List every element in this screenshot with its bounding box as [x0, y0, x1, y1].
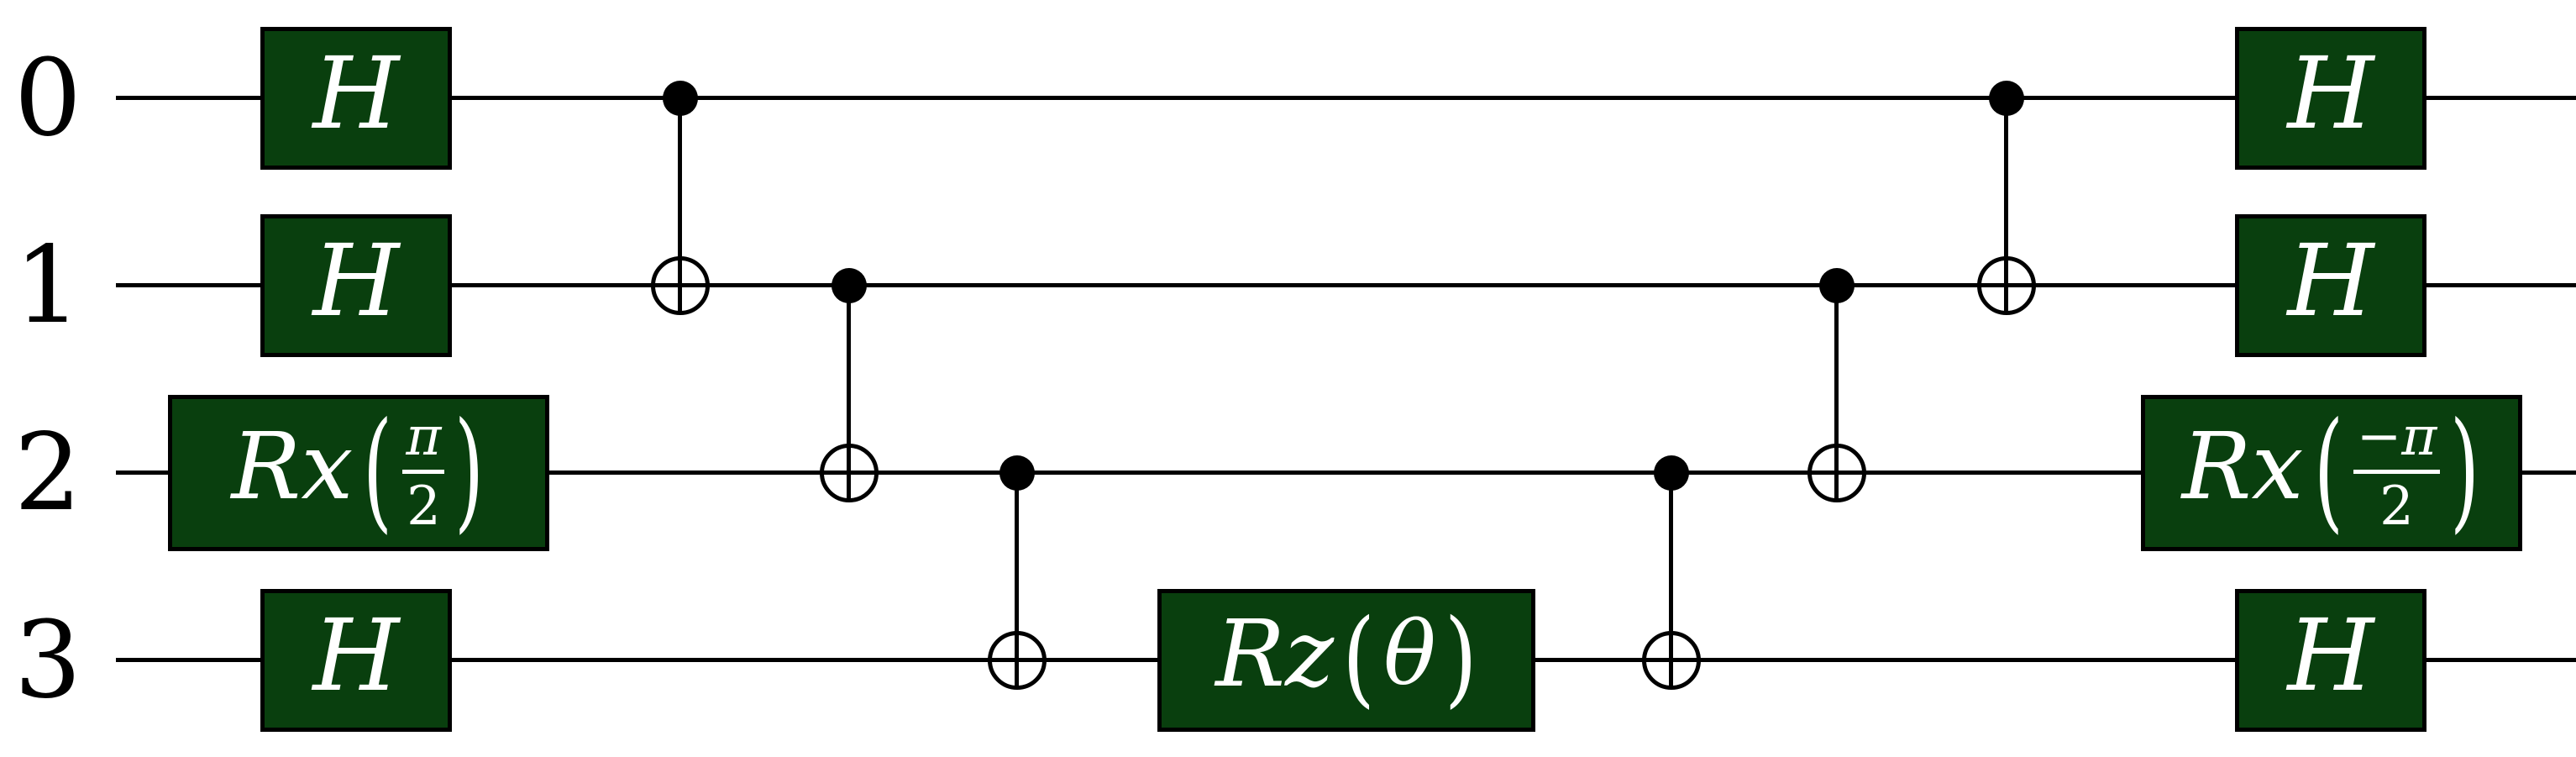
rz-gate-q3-close-paren: ): [1444, 596, 1477, 719]
h-gate-q0-left-label: H: [312, 35, 400, 151]
qubit-label-0: 0: [13, 36, 81, 160]
h-gate-q3-left: H: [260, 589, 452, 732]
cnot-q0-q1-right-target-icon: [1977, 256, 2036, 315]
rx-gate-q2-left-fraction-numerator: π: [406, 405, 442, 468]
qubit-label-3: 3: [13, 598, 81, 722]
rx-gate-q2-right-close-paren: ): [2450, 393, 2480, 546]
cnot-q0-q1-left-target-icon: [651, 256, 710, 315]
qubit-wire-2: [116, 470, 2576, 475]
rz-gate-q3-label-arg: θ: [1383, 602, 1436, 705]
cnot-q2-q3-left-target-icon: [988, 631, 1047, 690]
h-gate-q0-right: H: [2235, 27, 2426, 170]
h-gate-q0-right-label: H: [2287, 35, 2374, 151]
cnot-q2-q3-left-control-dot: [999, 455, 1035, 491]
rx-gate-q2-right-label-prefix: Rx: [2181, 413, 2304, 520]
h-gate-q0-left: H: [260, 27, 452, 170]
h-gate-q1-right: H: [2235, 214, 2426, 357]
cnot-q0-q1-left-control-dot: [663, 81, 698, 116]
h-gate-q3-right-label: H: [2287, 597, 2374, 713]
qubit-wire-0: [116, 96, 2576, 100]
cnot-q1-q2-left-control-dot: [832, 268, 867, 303]
cnot-q1-q2-left-connector: [847, 286, 851, 500]
rx-gate-q2-right-fraction-bar: [2353, 469, 2441, 474]
rx-gate-q2-right-fraction-denominator: 2: [2379, 475, 2414, 538]
h-gate-q1-left-label: H: [312, 223, 400, 339]
rx-gate-q2-left-close-paren: ): [454, 393, 485, 546]
rx-gate-q2-left-fraction-bar: [402, 469, 445, 474]
qubit-wire-1: [116, 283, 2576, 287]
cnot-q2-q3-right-connector: [1669, 473, 1673, 687]
cnot-q2-q3-left-connector: [1015, 473, 1019, 687]
rx-gate-q2-right-open-paren: (: [2313, 393, 2343, 546]
qubit-label-2: 2: [13, 411, 81, 534]
cnot-q0-q1-right-control-dot: [1989, 81, 2024, 116]
cnot-q0-q1-left-connector: [678, 98, 682, 313]
h-gate-q1-right-label: H: [2287, 223, 2374, 339]
rz-gate-q3-open-paren: (: [1342, 596, 1376, 719]
cnot-q2-q3-right-control-dot: [1654, 455, 1689, 491]
h-gate-q3-right: H: [2235, 589, 2426, 732]
rx-gate-q2-left-open-paren: (: [363, 393, 393, 546]
rx-gate-q2-left-fraction-denominator: 2: [407, 475, 441, 538]
cnot-q2-q3-right-target-icon: [1642, 631, 1701, 690]
cnot-q1-q2-right-connector: [1834, 286, 1839, 500]
cnot-q1-q2-right-target-icon: [1807, 444, 1866, 502]
cnot-q1-q2-right-control-dot: [1819, 268, 1855, 303]
cnot-q0-q1-right-connector: [2004, 98, 2008, 313]
rz-gate-q3: Rz(θ): [1157, 589, 1535, 732]
rx-gate-q2-right-fraction-numerator: −π: [2356, 405, 2437, 468]
cnot-q1-q2-left-target-icon: [820, 444, 879, 502]
qubit-label-1: 1: [13, 223, 81, 347]
rz-gate-q3-label-prefix: Rz: [1215, 600, 1335, 707]
h-gate-q3-left-label: H: [312, 597, 400, 713]
h-gate-q1-left: H: [260, 214, 452, 357]
rx-gate-q2-left-label-prefix: Rx: [231, 413, 354, 520]
